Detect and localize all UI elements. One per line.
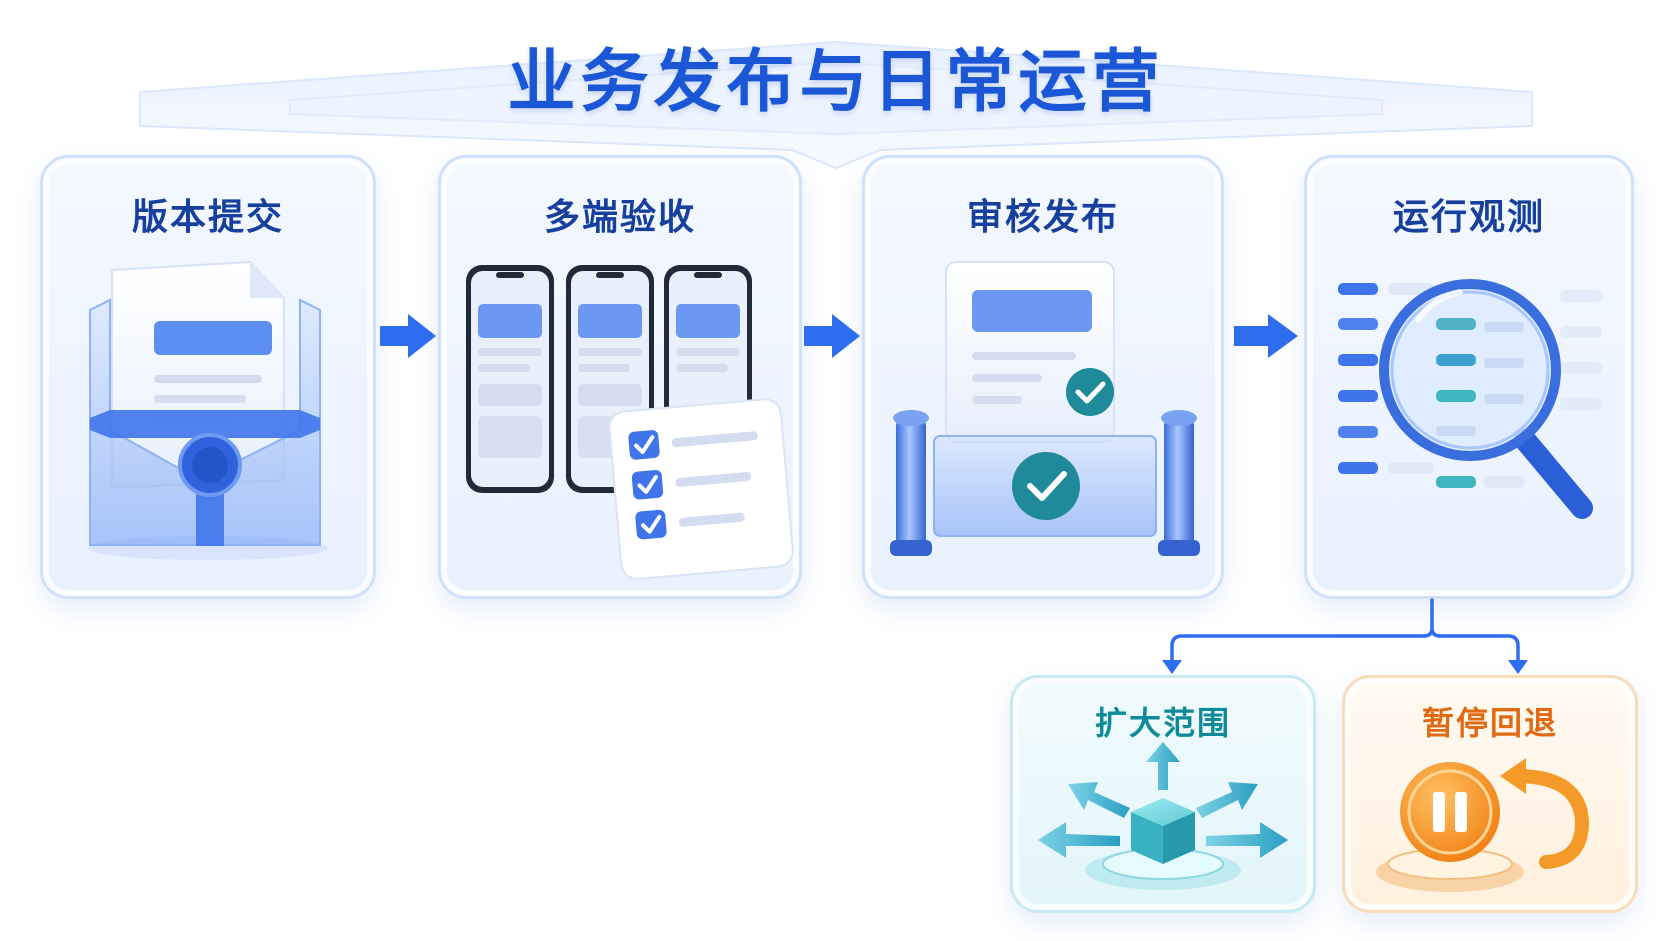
branch-arrowhead-left-icon — [1162, 660, 1182, 674]
stage-label-runtime-observation: 运行观测 — [1392, 197, 1545, 238]
flow-arrow-2-icon — [804, 314, 860, 358]
outcome-label-expand-scope: 扩大范围 — [1094, 704, 1231, 742]
stage-label-version-submit: 版本提交 — [131, 197, 284, 238]
expand-cube-icon — [1038, 742, 1288, 890]
branch-arrowhead-right-icon — [1508, 660, 1528, 674]
stage-label-review-release: 审核发布 — [966, 197, 1119, 238]
outcome-label-pause-rollback: 暂停回退 — [1421, 704, 1558, 742]
branch-connector-icon — [1170, 598, 1520, 666]
magnifier-icon — [1338, 279, 1602, 519]
pause-undo-icon — [1376, 758, 1590, 892]
page-title: 业务发布与日常运营 — [507, 43, 1165, 122]
phones-checklist-icon — [466, 265, 794, 580]
flow-arrow-1-icon — [380, 314, 436, 358]
flow-arrow-3-icon — [1234, 314, 1298, 358]
stage-label-multi-device-acceptance: 多端验收 — [543, 197, 696, 238]
document-folder-icon — [88, 260, 328, 560]
review-gate-check-icon — [890, 261, 1200, 556]
